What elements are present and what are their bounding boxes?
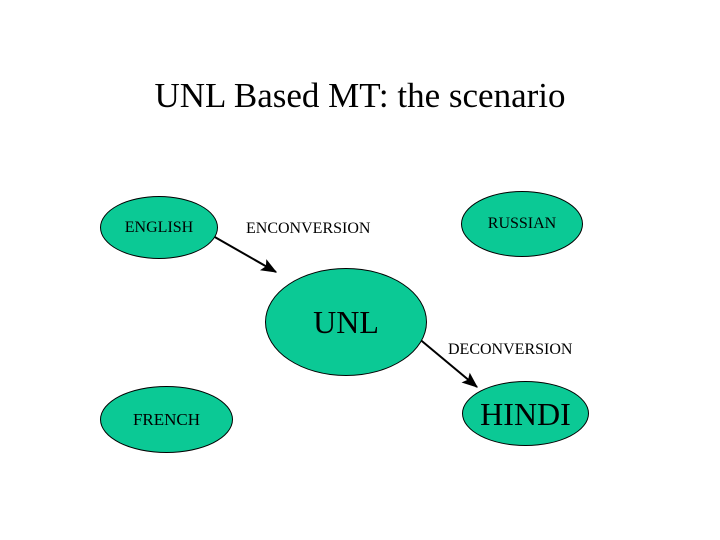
node-french[interactable]: FRENCH [100, 386, 233, 453]
edge-label-deconversion: DECONVERSION [448, 341, 573, 358]
node-unl-label: UNL [313, 304, 379, 340]
node-hindi-label: HINDI [480, 395, 571, 432]
node-russian-label: RUSSIAN [487, 215, 557, 232]
arrow-english-to-unl [212, 235, 278, 273]
node-unl[interactable]: UNL [265, 268, 427, 376]
node-french-label: FRENCH [132, 410, 201, 429]
node-english[interactable]: ENGLISH [100, 196, 218, 259]
edge-label-enconversion: ENCONVERSION [246, 220, 371, 237]
node-russian[interactable]: RUSSIAN [461, 191, 583, 257]
node-english-label: ENGLISH [124, 218, 194, 236]
page-title: UNL Based MT: the scenario [154, 76, 566, 115]
node-hindi[interactable]: HINDI [462, 381, 589, 446]
